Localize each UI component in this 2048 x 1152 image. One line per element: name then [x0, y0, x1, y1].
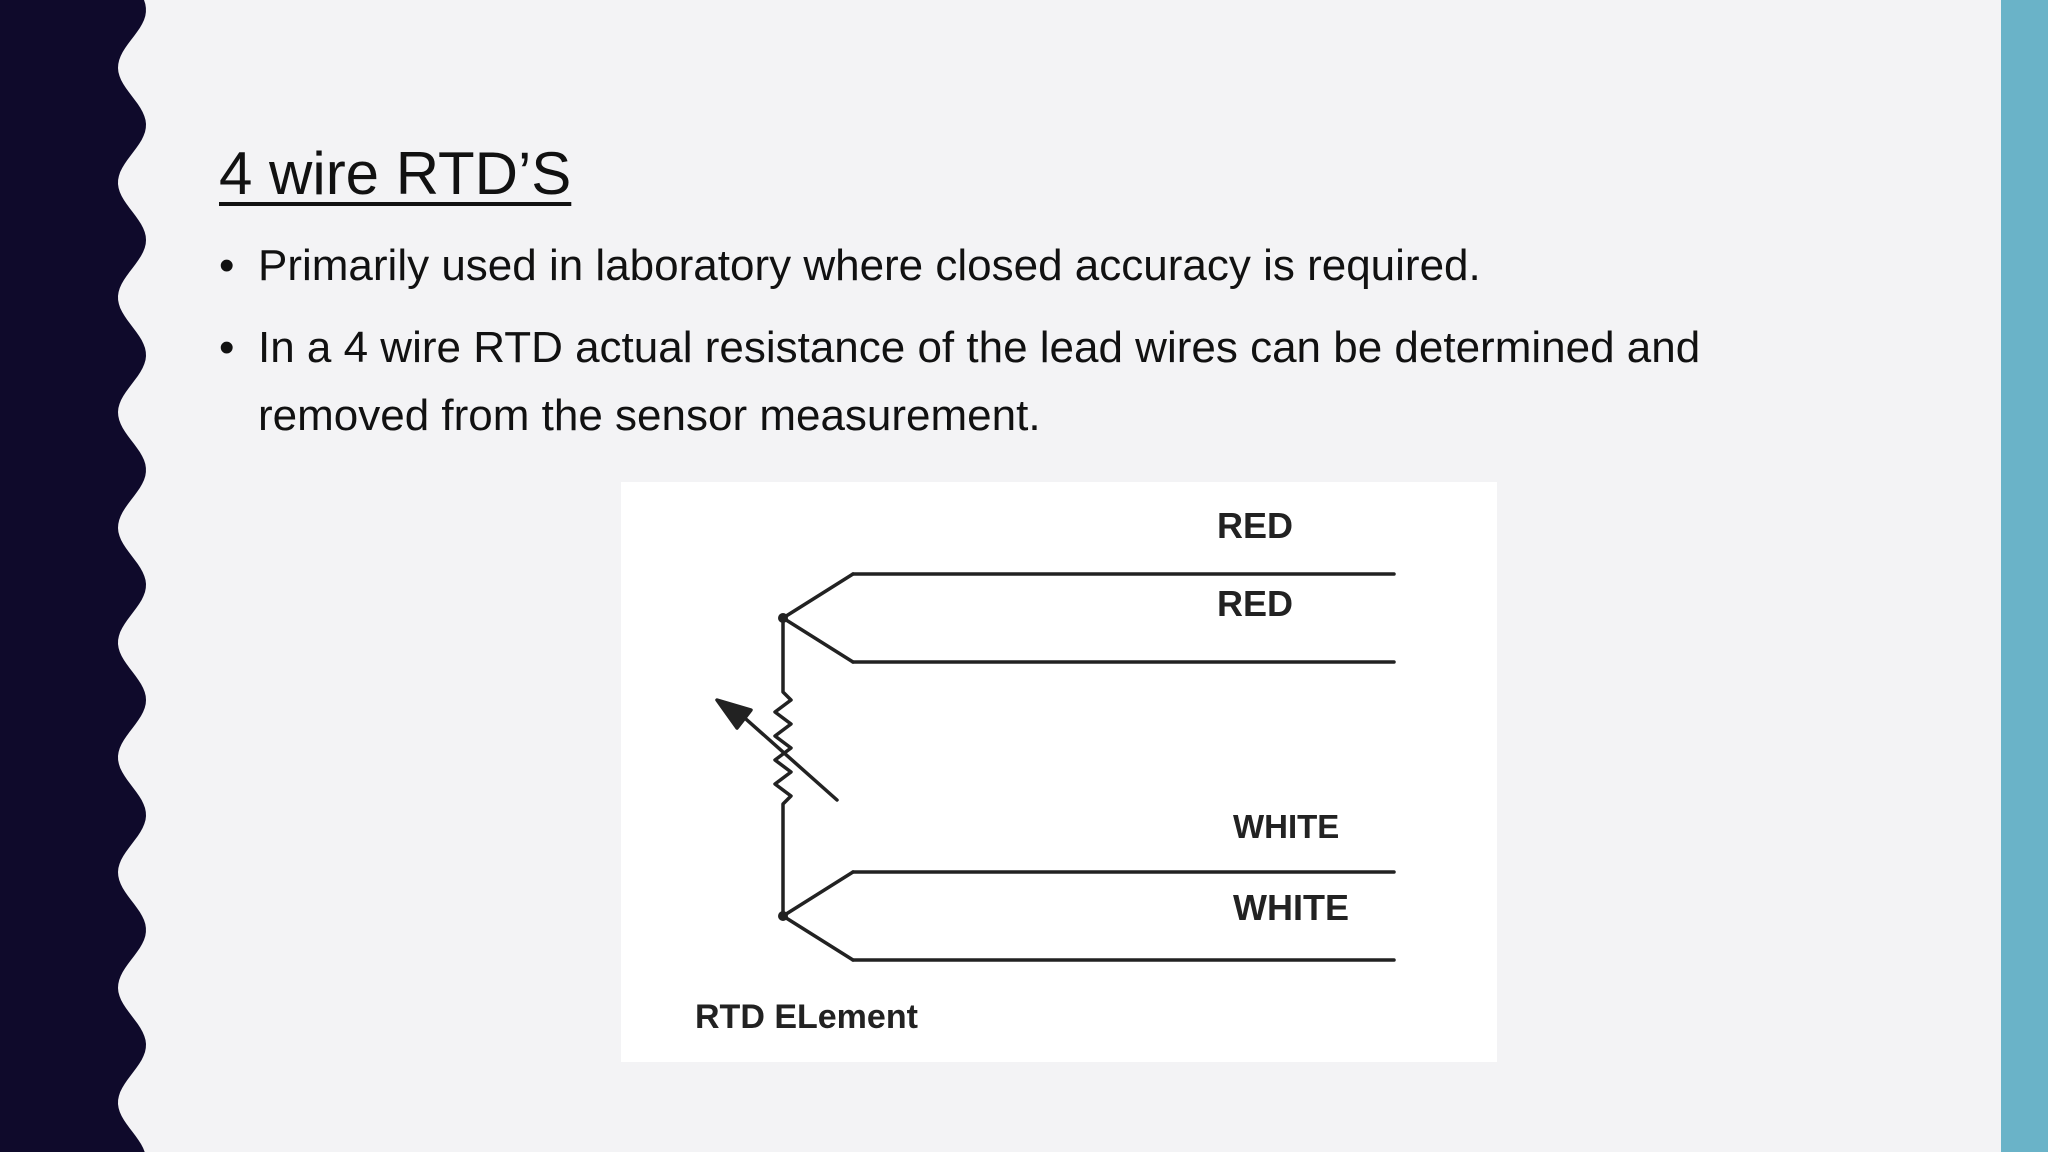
slide-title: 4 wire RTD’S	[219, 140, 572, 207]
top-junction-dot	[778, 613, 788, 623]
left-wave-shape	[0, 0, 146, 1152]
bullet-marker: •	[219, 323, 235, 372]
rtd-wiring-diagram: RED RED WHITE WHITE RTD ELement	[621, 482, 1497, 1062]
label-red-bottom: RED	[1217, 583, 1293, 624]
bullet-list: • Primarily used in laboratory where clo…	[219, 232, 1859, 464]
variable-arrow-head	[715, 698, 753, 730]
label-rtd-element: RTD ELement	[695, 998, 918, 1036]
label-red-top: RED	[1217, 505, 1293, 546]
bullet-item-2: • In a 4 wire RTD actual resistance of t…	[219, 314, 1859, 450]
bullet-item-1: • Primarily used in laboratory where clo…	[219, 232, 1859, 300]
bullet-text: In a 4 wire RTD actual resistance of the…	[258, 323, 1701, 440]
right-accent-band	[2001, 0, 2048, 1152]
resistor-element	[773, 616, 793, 918]
bullet-marker: •	[219, 241, 235, 290]
top-junction	[781, 572, 855, 664]
diagram-canvas: RED RED WHITE WHITE RTD ELement	[695, 505, 1396, 1036]
left-wave-band	[0, 0, 146, 1152]
bullet-text: Primarily used in laboratory where close…	[258, 241, 1481, 290]
bottom-junction-dot	[778, 911, 788, 921]
label-white-bottom: WHITE	[1233, 887, 1349, 928]
label-white-top: WHITE	[1233, 808, 1339, 845]
bottom-junction	[781, 870, 855, 962]
variable-arrow-shaft	[727, 702, 839, 802]
